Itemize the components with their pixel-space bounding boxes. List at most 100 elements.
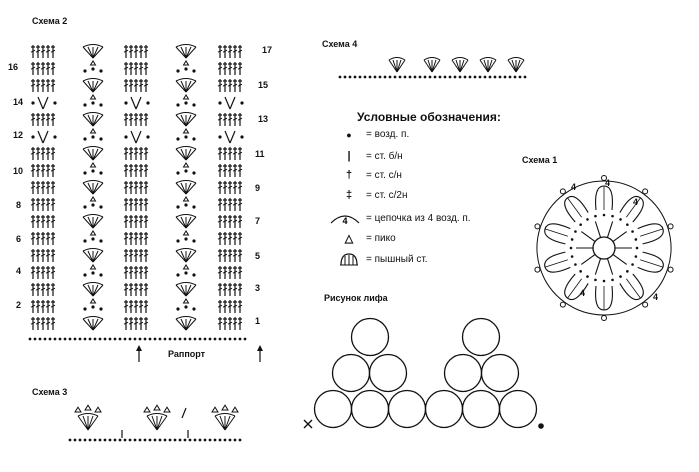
- chain-stitch: [518, 75, 522, 79]
- chain-stitch: [408, 75, 412, 79]
- chain-stitch: [31, 101, 35, 105]
- double-crochet: [128, 232, 134, 245]
- double-crochet: [40, 283, 46, 296]
- chain-stitch: [178, 438, 182, 442]
- chain-stitch: [498, 75, 502, 79]
- double-crochet: [40, 215, 46, 228]
- double-crochet: [217, 283, 223, 296]
- double-crochet: [50, 113, 56, 126]
- chain-stitch: [574, 263, 577, 266]
- picot-icon: △: [344, 233, 354, 245]
- stitch-fan: [77, 413, 99, 431]
- double-crochet: [222, 181, 228, 194]
- v-stitch: [37, 96, 49, 110]
- chain-stitch: [99, 273, 103, 277]
- double-crochet: [35, 181, 41, 194]
- chain-stitch: [143, 438, 147, 442]
- chain-stitch: [634, 255, 638, 258]
- chain-arc-icon: 4: [328, 211, 362, 226]
- chain-arc-number: 4: [342, 216, 347, 226]
- chain-stitch: [176, 239, 180, 243]
- double-crochet: [222, 147, 228, 160]
- double-crochet: [30, 215, 36, 228]
- chain-stitch: [184, 237, 188, 241]
- chain-stitch: [83, 69, 87, 73]
- row-number: 6: [16, 234, 22, 244]
- double-crochet: [138, 215, 144, 228]
- double-crochet: [143, 317, 149, 330]
- chain-stitch: [586, 275, 589, 278]
- scheme3-title: Схема 3: [32, 387, 68, 397]
- double-crochet: [237, 249, 243, 262]
- picot: [182, 94, 190, 100]
- chain-stitch: [68, 438, 72, 442]
- chain-stitch: [184, 101, 188, 105]
- picot: [74, 406, 82, 413]
- chain-stitch: [463, 75, 467, 79]
- double-crochet: [30, 79, 36, 92]
- chain-stitch: [579, 223, 582, 226]
- legend-item: ● = возд. п.: [336, 129, 409, 140]
- chain-stitch: [358, 75, 362, 79]
- chain-stitch: [184, 305, 188, 309]
- double-crochet: [143, 62, 149, 75]
- double-crochet: [222, 266, 228, 279]
- double-crochet: [123, 266, 129, 279]
- chain-stitch: [83, 205, 87, 209]
- petal-stitch: [640, 259, 664, 268]
- picot: [182, 128, 190, 134]
- chain-stitch: [594, 278, 597, 282]
- double-crochet: [222, 283, 228, 296]
- picot: [89, 298, 97, 304]
- stitch-fan: [214, 413, 236, 431]
- petal-stitch: [544, 259, 568, 268]
- double-crochet: [30, 62, 36, 75]
- motif-spoke: [581, 254, 596, 265]
- double-crochet: [123, 164, 129, 177]
- double-crochet: [227, 249, 233, 262]
- double-crochet: [30, 181, 36, 194]
- chain-stitch: [611, 214, 614, 218]
- chain-stitch: [163, 337, 167, 341]
- chain-label: 4: [571, 182, 576, 192]
- chain-stitch: [153, 337, 157, 341]
- double-crochet: [30, 266, 36, 279]
- chain-stitch: [91, 203, 95, 207]
- picot: [182, 264, 190, 270]
- double-crochet: [45, 79, 51, 92]
- double-crochet: [133, 113, 139, 126]
- single-crochet-icon: |: [347, 150, 351, 162]
- chain-stitch: [631, 263, 634, 266]
- chain-stitch: [103, 438, 107, 442]
- stitch-fan: [175, 316, 197, 331]
- legend-text: = пико: [366, 233, 396, 244]
- repeat-arrow-head: [136, 345, 142, 351]
- chain-stitch: [586, 218, 589, 221]
- chain-stitch: [192, 205, 196, 209]
- double-crochet: [222, 232, 228, 245]
- chain-stitch: [176, 69, 180, 73]
- double-crochet: [232, 198, 238, 211]
- row-number: 14: [13, 97, 24, 107]
- chain-stitch: [631, 230, 634, 233]
- double-crochet: [237, 232, 243, 245]
- double-crochet: [128, 147, 134, 160]
- chain-stitch: [602, 213, 606, 217]
- outer-chain-arc: [603, 301, 644, 316]
- puff-fan: [507, 57, 525, 73]
- double-crochet: [128, 181, 134, 194]
- double-crochet: [237, 198, 243, 211]
- double-crochet: [237, 283, 243, 296]
- chain-stitch: [98, 337, 102, 341]
- double-crochet: [133, 300, 139, 313]
- motif-spoke: [581, 231, 596, 242]
- chain-stitch: [93, 438, 97, 442]
- double-crochet: [123, 215, 129, 228]
- double-crochet: [217, 113, 223, 126]
- chain-stitch: [193, 337, 197, 341]
- chain-stitch: [28, 337, 32, 341]
- picot: [667, 223, 674, 230]
- double-crochet: [133, 164, 139, 177]
- chain-stitch: [619, 218, 622, 221]
